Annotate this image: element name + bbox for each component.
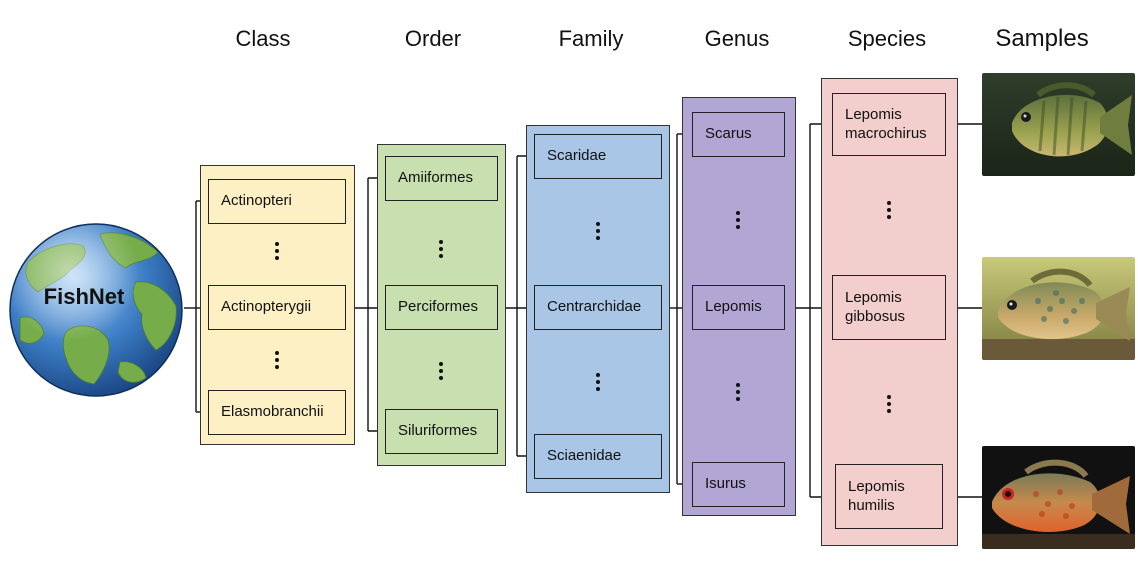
- node-actinopteri[interactable]: Actinopteri: [208, 179, 346, 224]
- node-siluriformes[interactable]: Siluriformes: [385, 409, 498, 454]
- node-sciaenidae[interactable]: Sciaenidae: [534, 434, 662, 479]
- node-lepomis-gibbosus[interactable]: Lepomis gibbosus: [832, 275, 946, 340]
- panel-class: [200, 165, 355, 445]
- node-lepomis[interactable]: Lepomis: [692, 285, 785, 330]
- ellipsis-class-upper: [275, 242, 279, 260]
- column-title-class: Class: [235, 26, 291, 51]
- globe-icon: [9, 223, 183, 397]
- ellipsis-family-lower: [596, 373, 600, 391]
- panel-family: [526, 125, 670, 493]
- node-elasmobranchii[interactable]: Elasmobranchii: [208, 390, 346, 435]
- node-scarus[interactable]: Scarus: [692, 112, 785, 157]
- column-title-genus: Genus: [704, 26, 770, 51]
- panel-order: [377, 144, 506, 466]
- fish-sample-gibbosus: [982, 257, 1135, 360]
- ellipsis-genus-upper: [736, 211, 740, 229]
- node-lepomis-humilis[interactable]: Lepomis humilis: [835, 464, 943, 529]
- node-perciformes[interactable]: Perciformes: [385, 285, 498, 330]
- panel-genus: [682, 97, 796, 516]
- ellipsis-class-lower: [275, 351, 279, 369]
- panel-species: [821, 78, 958, 546]
- node-scaridae[interactable]: Scaridae: [534, 134, 662, 179]
- ellipsis-order-upper: [439, 240, 443, 258]
- fish-sample-macrochirus: [982, 73, 1135, 176]
- node-centrarchidae[interactable]: Centrarchidae: [534, 285, 662, 330]
- column-title-species: Species: [847, 26, 927, 51]
- column-title-samples: Samples: [995, 25, 1089, 52]
- fish-sample-humilis: [982, 446, 1135, 549]
- column-title-family: Family: [558, 26, 624, 51]
- node-amiiformes[interactable]: Amiiformes: [385, 156, 498, 201]
- root-label: FishNet: [43, 284, 125, 309]
- node-isurus[interactable]: Isurus: [692, 462, 785, 507]
- node-actinopterygii[interactable]: Actinopterygii: [208, 285, 346, 330]
- column-title-order: Order: [404, 26, 462, 51]
- ellipsis-order-lower: [439, 362, 443, 380]
- ellipsis-family-upper: [596, 222, 600, 240]
- ellipsis-species-lower: [887, 395, 891, 413]
- node-lepomis-macrochirus[interactable]: Lepomis macrochirus: [832, 93, 946, 156]
- ellipsis-genus-lower: [736, 383, 740, 401]
- ellipsis-species-upper: [887, 201, 891, 219]
